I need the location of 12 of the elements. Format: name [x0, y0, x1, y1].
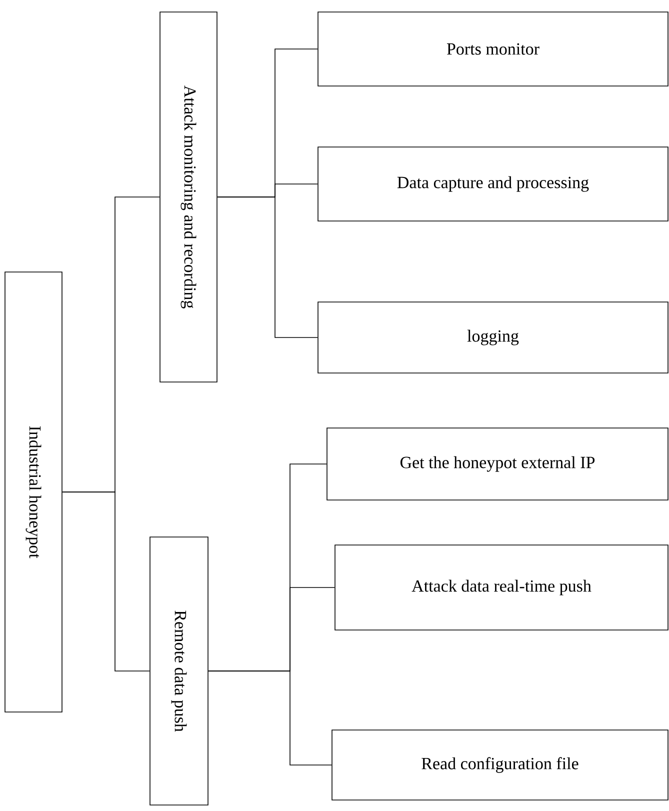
root-box: Industrial honeypot: [4, 272, 62, 712]
item-box: Ports monitor: [318, 12, 668, 86]
connector-line: [217, 196, 318, 338]
item-box: Read configuration file: [332, 730, 668, 800]
item-box: Data capture and processing: [318, 146, 668, 222]
category-box: Attack monitoring and recording: [160, 12, 218, 382]
connector-line: [62, 492, 150, 672]
item-box: Attack data real-time push: [334, 544, 668, 630]
category-box: Remote data push: [150, 536, 208, 806]
connector-line: [208, 670, 332, 766]
item-box: Get the honeypot external IP: [326, 428, 668, 500]
item-box: logging: [318, 302, 668, 374]
